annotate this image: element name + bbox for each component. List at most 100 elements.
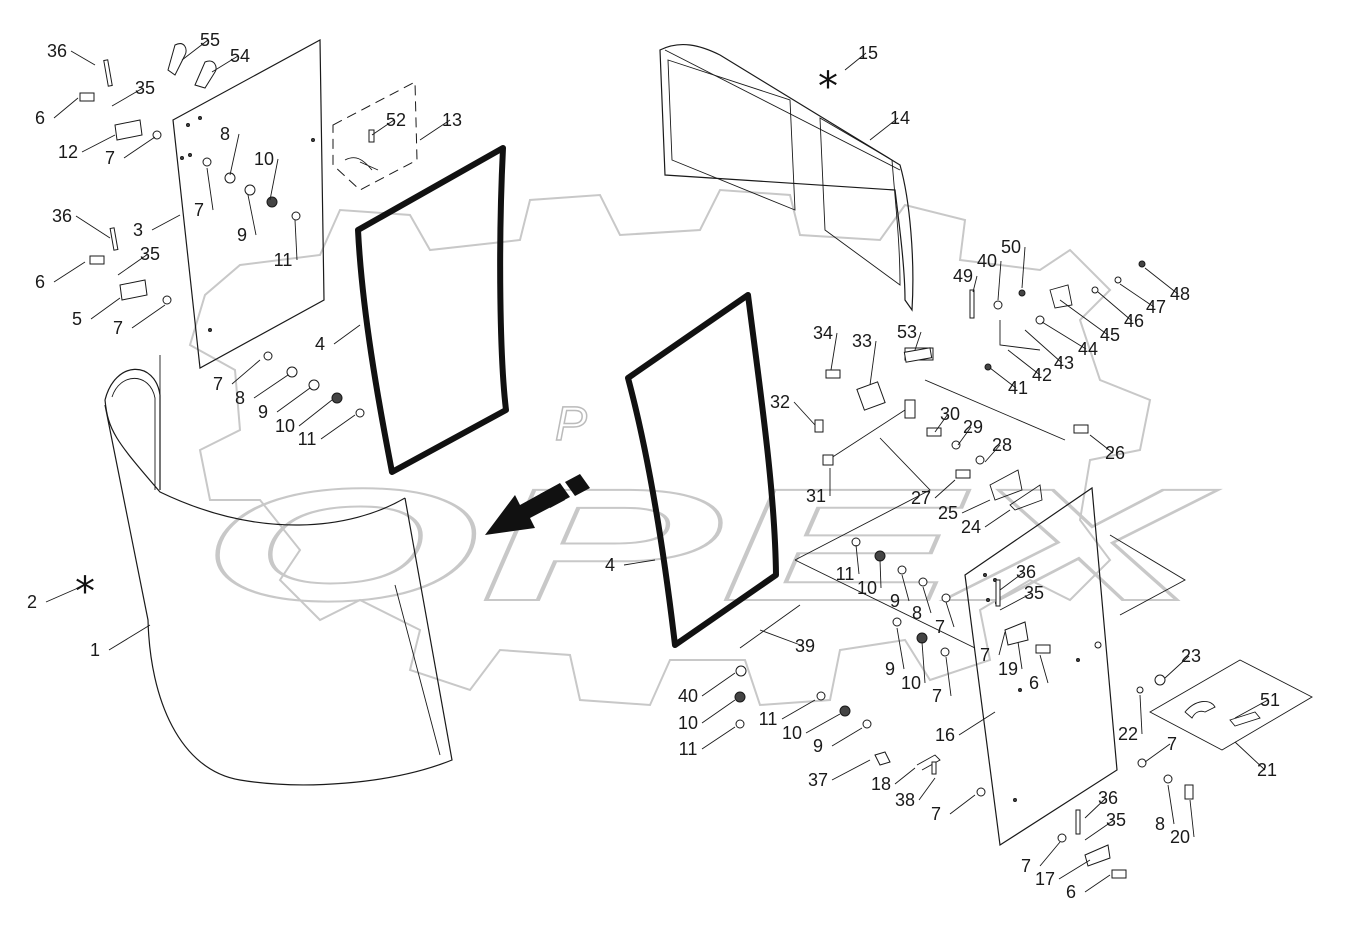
leader-line (231, 359, 261, 385)
callout-label: 55 (200, 30, 220, 50)
leader-line (108, 624, 151, 651)
leader-line (831, 759, 871, 781)
leader-line (999, 571, 1025, 591)
leader-line (1084, 797, 1107, 819)
callout-label: 47 (1146, 297, 1166, 317)
leader-line (419, 119, 451, 141)
leader-line (1139, 694, 1143, 735)
callout-label: 31 (806, 486, 826, 506)
leader-line (805, 713, 841, 734)
callout-label: 35 (135, 78, 155, 98)
leader-line (117, 253, 149, 276)
leader-line (181, 39, 209, 61)
callout-label: 5 (72, 309, 82, 329)
leader-line (81, 134, 116, 153)
callout-label: 54 (230, 46, 250, 66)
callout-label: 8 (220, 124, 230, 144)
front-curved-glass (104, 355, 453, 786)
leader-line (298, 399, 333, 427)
callout-label: 11 (759, 709, 778, 729)
leader-line (869, 117, 899, 141)
leader-line (623, 559, 656, 566)
asterisk-marker-15: * (818, 64, 838, 110)
callout-label: 35 (140, 244, 160, 264)
callout-label: 11 (274, 250, 293, 270)
leader-line (984, 444, 1001, 463)
callout-label: 43 (1054, 353, 1074, 373)
callout-label: 36 (1098, 788, 1118, 808)
leader-line (247, 194, 257, 236)
leader-line (997, 260, 1002, 301)
leader-line (53, 97, 79, 119)
callout-label: 36 (1016, 562, 1036, 582)
callout-label: 7 (194, 200, 204, 220)
callout-label: 6 (35, 108, 45, 128)
callout-label: 10 (782, 723, 802, 743)
callout-label: 29 (963, 417, 983, 437)
leader-line (855, 544, 860, 575)
callout-label: 24 (961, 517, 981, 537)
leader-line (844, 52, 867, 71)
leader-line (75, 215, 111, 239)
callout-label: 6 (35, 272, 45, 292)
direction-arrow (485, 474, 590, 535)
callout-label: 7 (105, 148, 115, 168)
leader-line (1234, 741, 1266, 771)
leader-line (276, 387, 311, 413)
leader-line (972, 275, 978, 293)
right-door-panel (964, 486, 1118, 847)
callout-label: 16 (935, 725, 955, 745)
leader-line (914, 331, 922, 351)
leader-line (894, 767, 916, 785)
watermark-center-letter: P (555, 398, 587, 451)
callout-label: 7 (1167, 734, 1177, 754)
callout-label: 48 (1170, 284, 1190, 304)
callout-label: 35 (1106, 810, 1126, 830)
callout-label: 30 (940, 404, 960, 424)
leader-line (1089, 434, 1114, 454)
callout-label: 9 (885, 659, 895, 679)
callout-label: 46 (1124, 311, 1144, 331)
callout-label: 53 (897, 322, 917, 342)
leader-line (151, 214, 181, 231)
callout-label: 32 (770, 392, 790, 412)
callout-label: 11 (298, 429, 317, 449)
leader-line (1084, 819, 1115, 841)
leader-line (831, 727, 863, 747)
callout-label: 10 (254, 149, 274, 169)
leader-line (1144, 743, 1171, 763)
leader-line (934, 479, 956, 499)
callout-label: 22 (1118, 724, 1138, 744)
callout-label: 10 (678, 713, 698, 733)
callout-label: 3 (133, 220, 143, 240)
callout-label: 26 (1105, 443, 1125, 463)
callout-label: 15 (858, 43, 878, 63)
leader-line (949, 794, 976, 815)
leader-line (1189, 799, 1195, 838)
callout-label: 9 (237, 225, 247, 245)
leader-line (1234, 699, 1269, 719)
callout-label: 8 (235, 388, 245, 408)
watermark-gear-outline (188, 188, 1152, 707)
callout-label: 1 (90, 640, 100, 660)
leader-line (1097, 291, 1133, 322)
leader-line (793, 401, 816, 426)
inset-box-13 (332, 81, 418, 191)
leader-line (269, 158, 279, 201)
leader-line (333, 324, 361, 345)
leader-line (701, 672, 736, 697)
leader-line (1084, 874, 1111, 893)
callout-label: 7 (1021, 856, 1031, 876)
callout-label: 27 (911, 488, 931, 508)
leader-line (206, 167, 214, 211)
callout-label: 37 (808, 770, 828, 790)
callout-label: 34 (813, 323, 833, 343)
leader-line (1144, 267, 1179, 295)
leader-line (1059, 299, 1109, 336)
callout-label: 10 (275, 416, 295, 436)
asterisk-marker-2: * (75, 569, 95, 615)
callout-label: 45 (1100, 325, 1120, 345)
callout-label: 12 (58, 142, 78, 162)
leader-line (123, 136, 156, 159)
